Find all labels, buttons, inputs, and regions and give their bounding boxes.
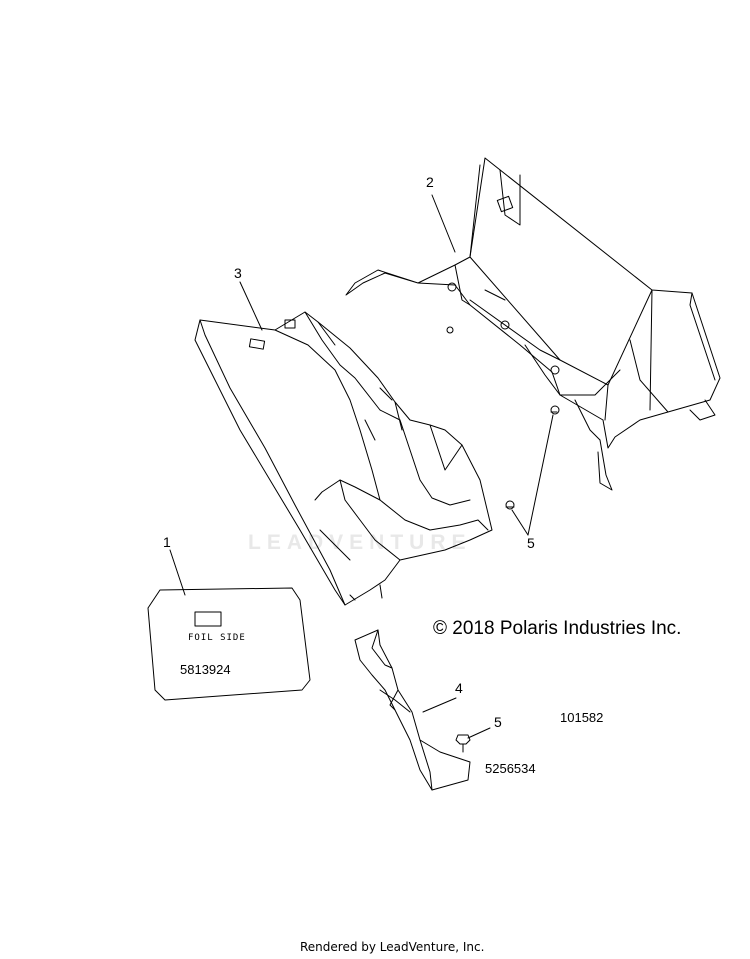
diagram-id: 101582 [560, 710, 604, 725]
callout-3: 3 [234, 265, 242, 281]
copyright-text: © 2018 Polaris Industries Inc. [433, 618, 682, 639]
footer-credit: Rendered by LeadVenture, Inc. [300, 940, 485, 954]
callout-4: 4 [455, 680, 463, 696]
part-4-bracket [354, 629, 471, 791]
callout-5-lower: 5 [494, 714, 502, 730]
part-3-side-panel [194, 311, 493, 606]
part-5-fasteners [505, 405, 560, 510]
part-5-clip [455, 734, 471, 753]
leader-lines [169, 194, 554, 739]
part-2-rear-panel [345, 157, 721, 491]
callout-2: 2 [426, 174, 434, 190]
decal-foil-side-label: FOIL SIDE [188, 633, 246, 643]
part-1-decal [147, 587, 311, 701]
watermark: LEADVENTURE [248, 531, 472, 554]
callout-1: 1 [163, 534, 171, 550]
part-number-clip: 5256534 [485, 761, 536, 776]
callout-5-upper: 5 [527, 535, 535, 551]
part-number-decal: 5813924 [180, 662, 231, 677]
